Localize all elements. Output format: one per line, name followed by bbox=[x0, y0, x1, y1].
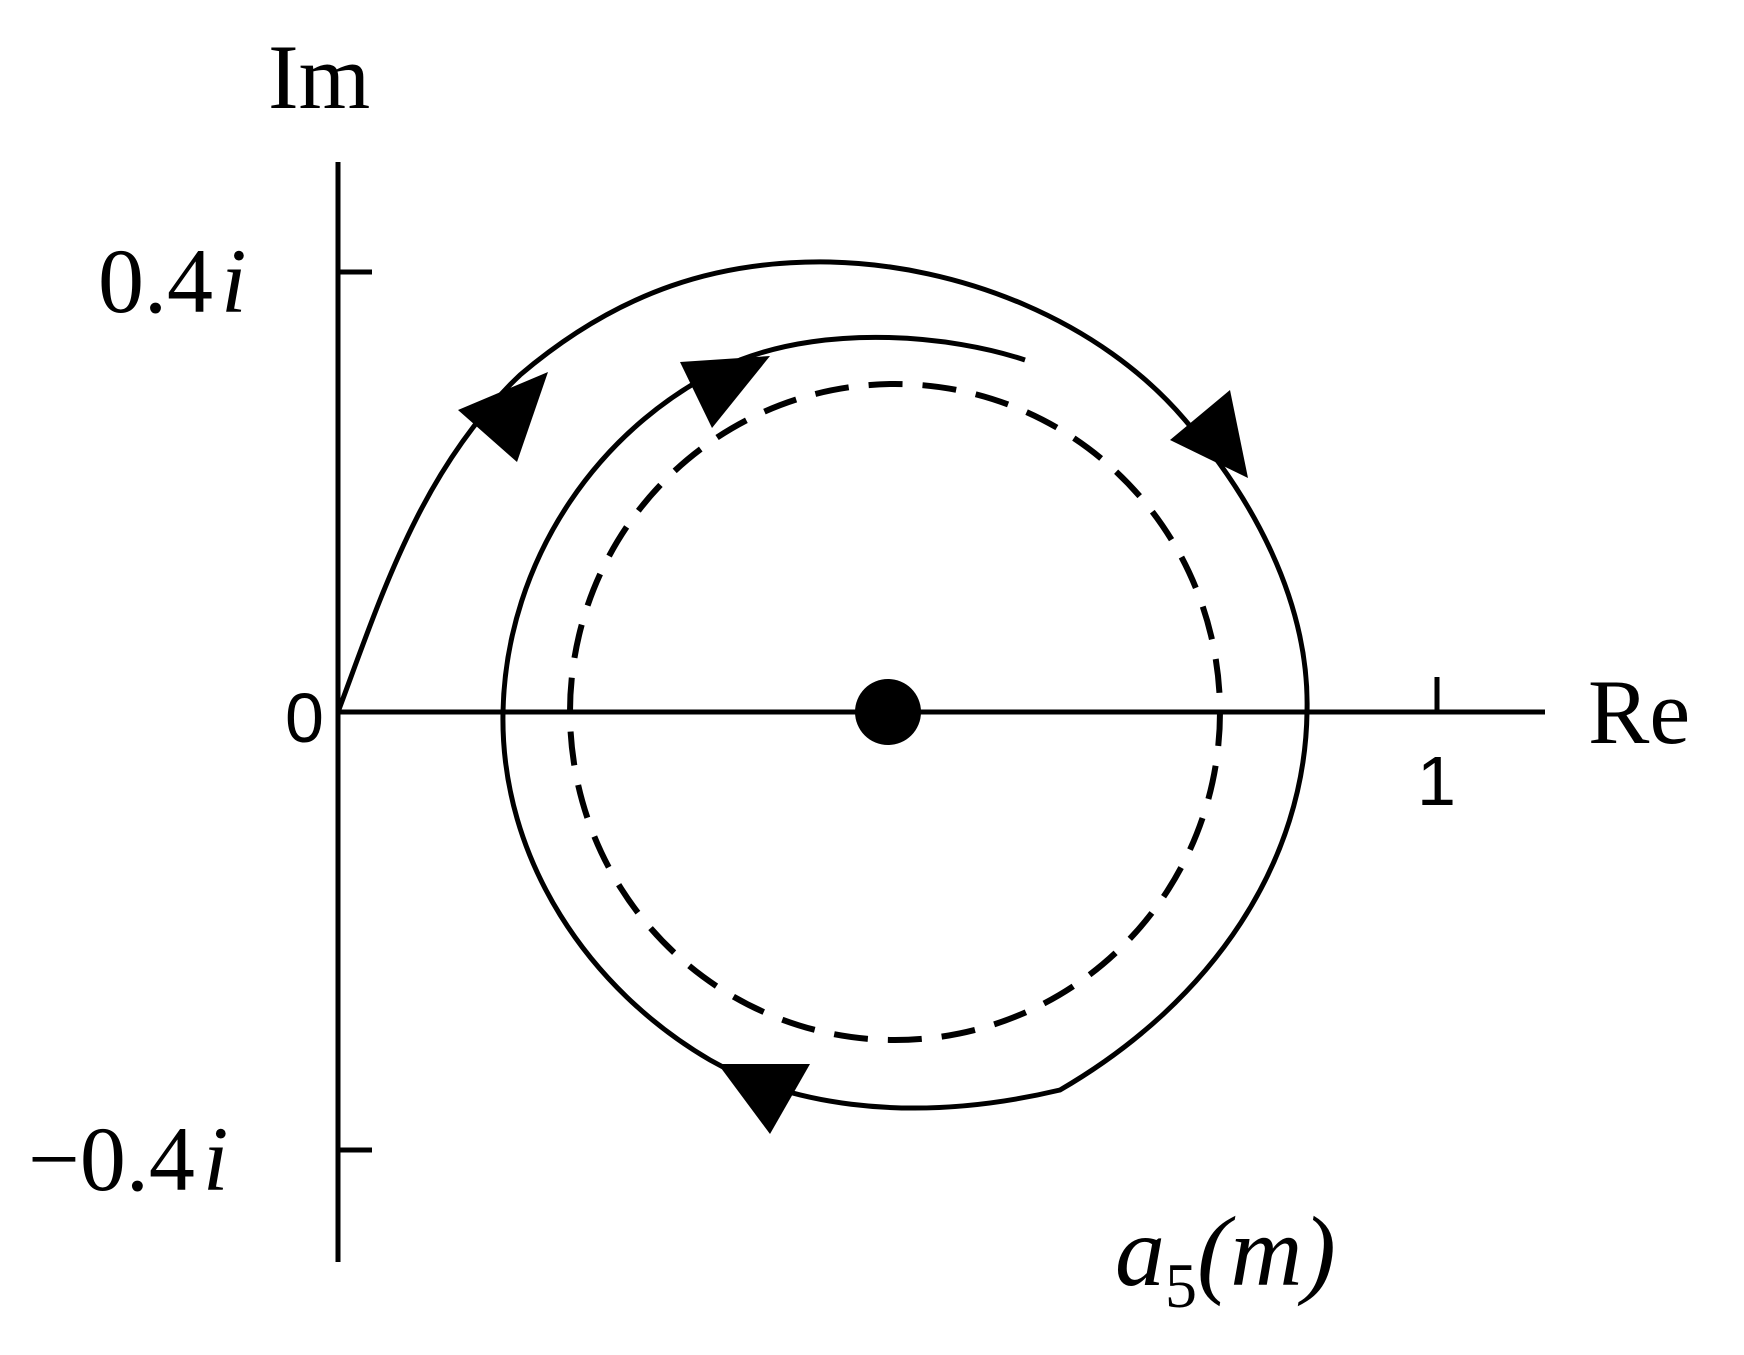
lower-imag-tick-unit: i bbox=[203, 1108, 229, 1210]
lower-imag-tick-label: −0.4i bbox=[28, 1108, 228, 1210]
real-one-tick-label: 1 bbox=[1417, 742, 1456, 820]
curve-label-base: a bbox=[1115, 1196, 1165, 1307]
imaginary-axis-label: Im bbox=[268, 26, 370, 128]
curve-label-argument: (m) bbox=[1197, 1196, 1336, 1307]
upper-imag-tick-unit: i bbox=[221, 230, 247, 332]
arrowhead-bottom bbox=[718, 1064, 810, 1134]
curve-label: a5(m) bbox=[1115, 1196, 1336, 1321]
outer-trajectory bbox=[335, 259, 1310, 1111]
lower-imag-tick-number: −0.4 bbox=[28, 1108, 195, 1210]
center-point bbox=[855, 679, 921, 745]
upper-imag-tick-label: 0.4i bbox=[98, 230, 247, 332]
arrowhead-upper-inner bbox=[680, 356, 770, 428]
arrowhead-right bbox=[1170, 390, 1248, 478]
dashed-limit-circle bbox=[567, 381, 1223, 1043]
origin-label: 0 bbox=[285, 679, 324, 757]
real-axis-label: Re bbox=[1588, 661, 1690, 763]
arrowhead-upper-left bbox=[458, 372, 548, 462]
curve-label-subscript: 5 bbox=[1165, 1250, 1197, 1321]
upper-imag-tick-number: 0.4 bbox=[98, 230, 213, 332]
